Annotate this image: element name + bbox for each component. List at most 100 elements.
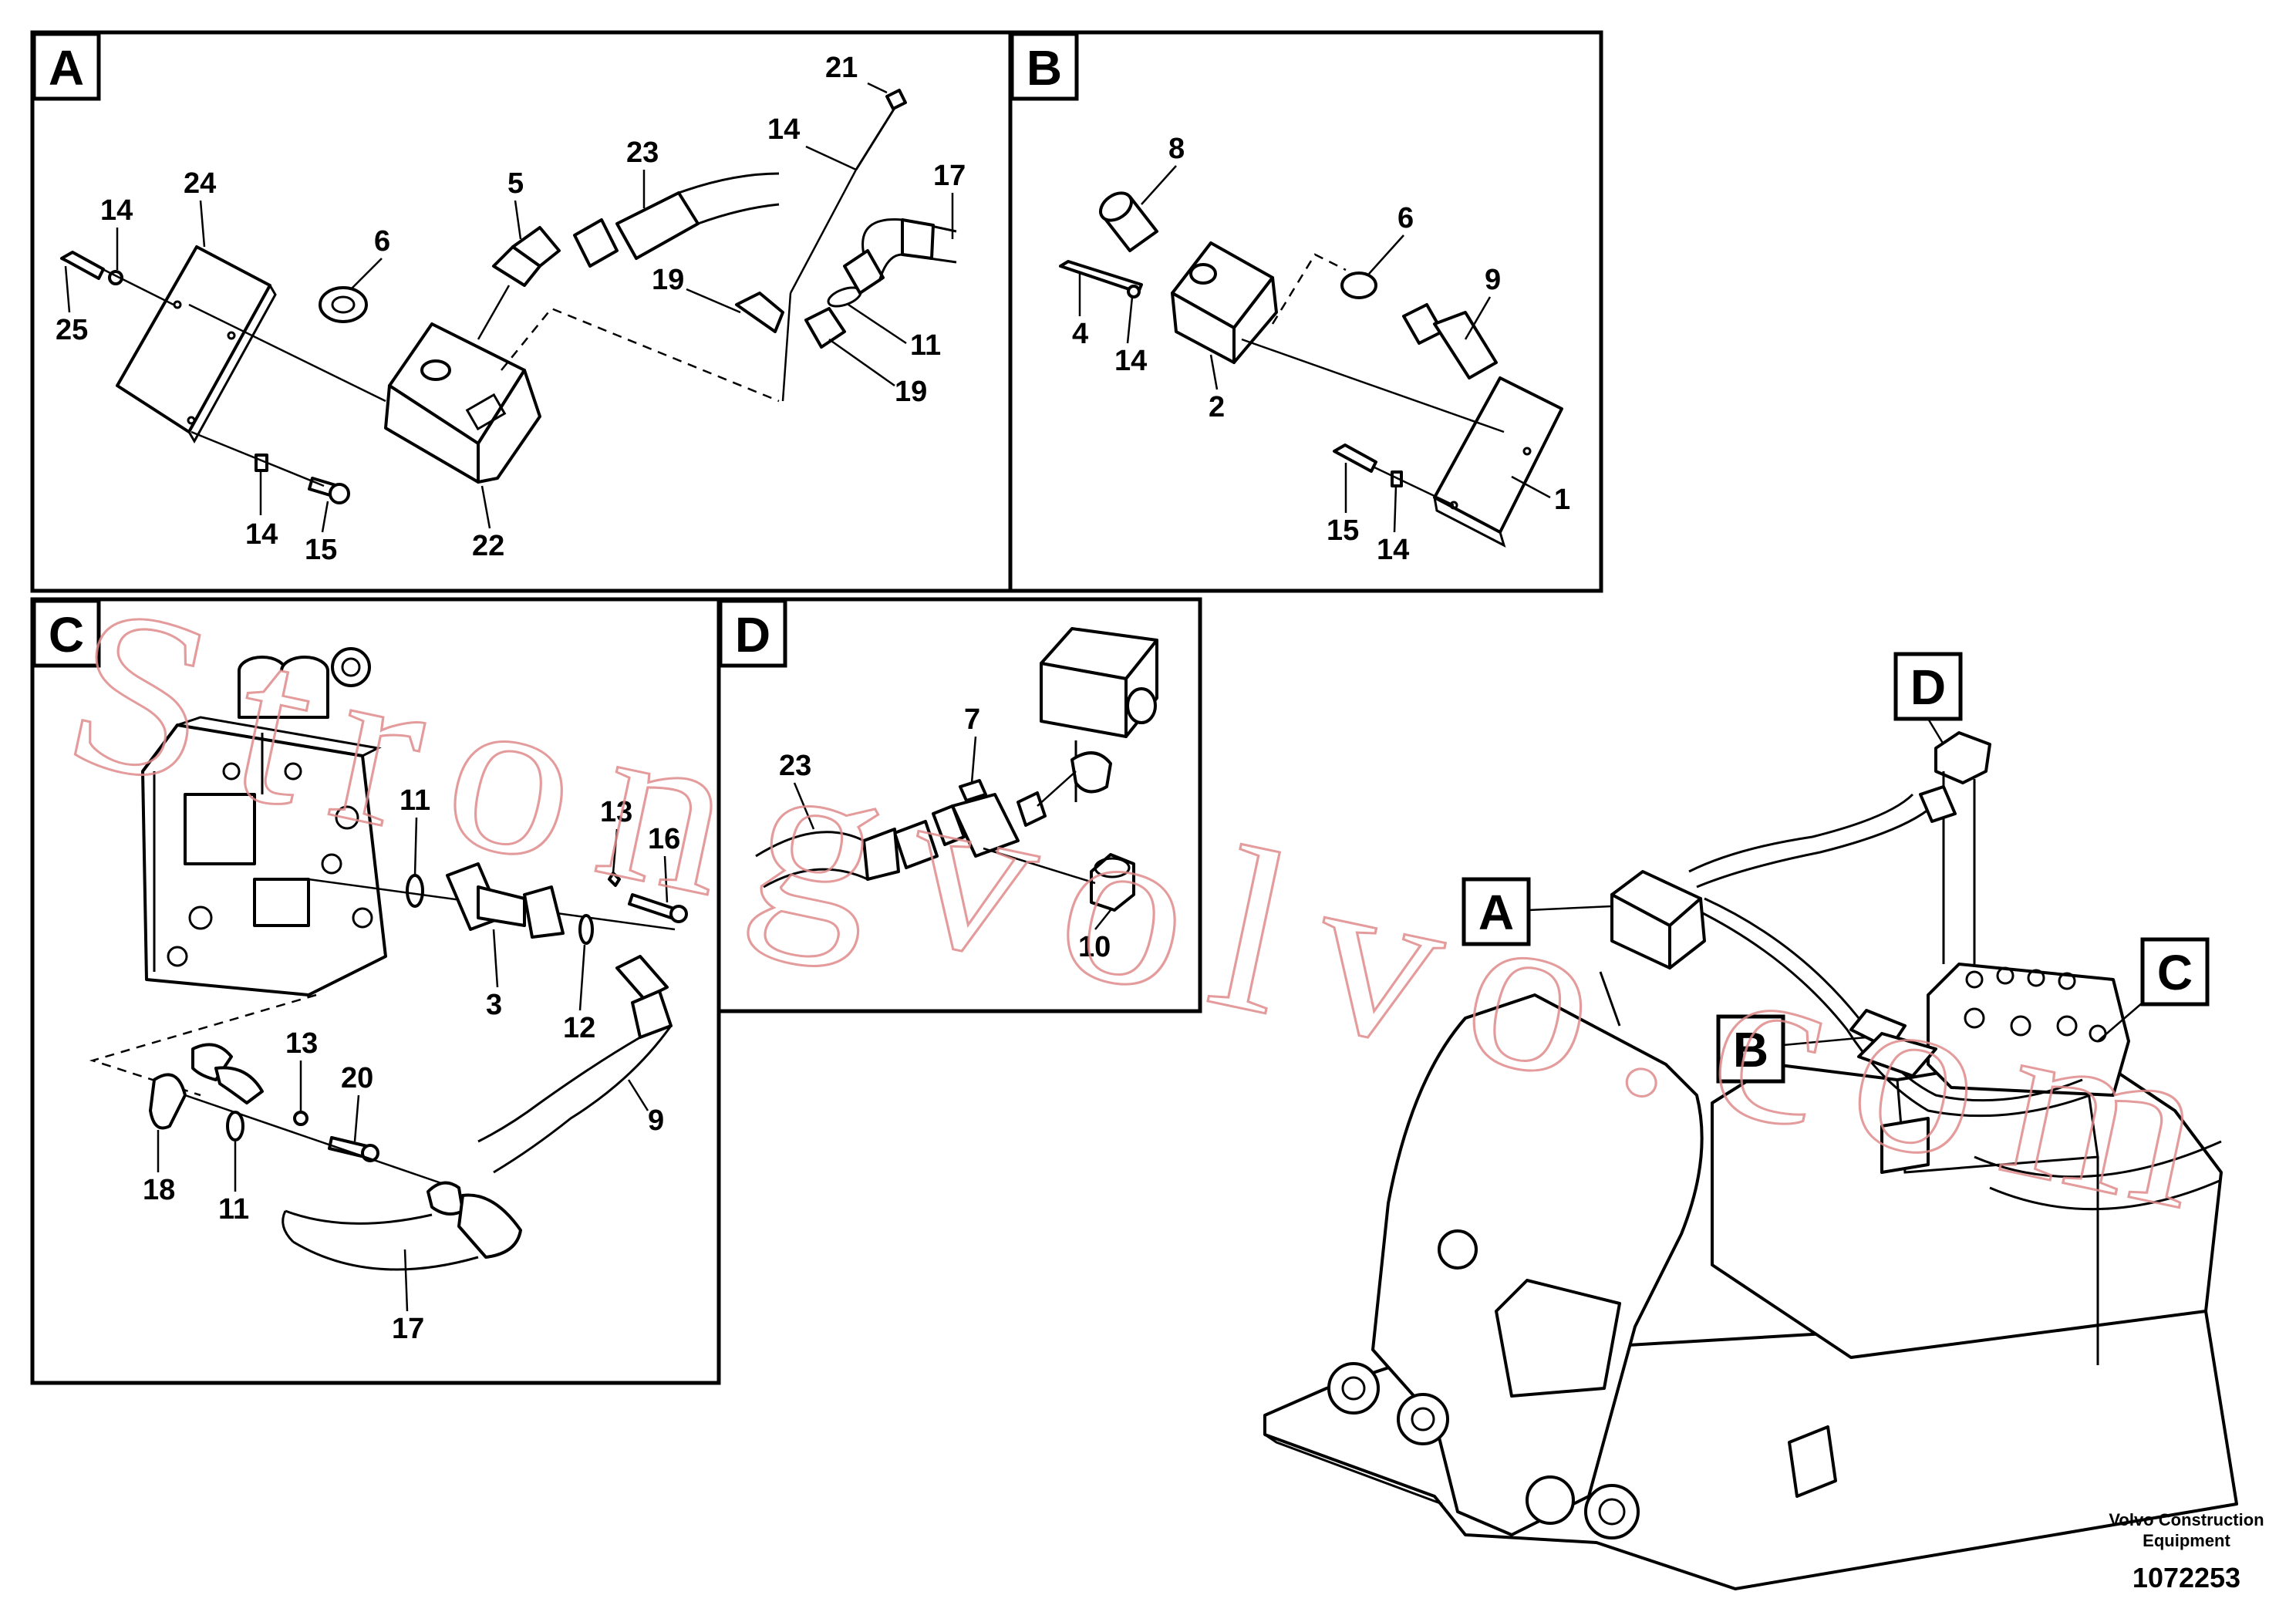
callout: 7: [964, 703, 980, 736]
callout: 19: [652, 264, 684, 296]
callout: 25: [56, 314, 88, 346]
o-ring-11: [226, 1111, 244, 1141]
solenoid-body: [238, 671, 329, 719]
callout-leader: [1141, 165, 1177, 205]
callout-leader: [867, 82, 888, 94]
overview-tag-box-a: [1462, 877, 1531, 946]
port: [335, 805, 359, 830]
dashed-connection: [1271, 253, 1347, 325]
plug-6: [319, 286, 368, 323]
overview-tag-box-c: [2140, 937, 2210, 1007]
bracket-1-edge: [1433, 497, 1506, 548]
callout-leader: [1368, 234, 1404, 275]
hose-9: [477, 1036, 641, 1143]
leader-line: [789, 169, 858, 294]
pin-hole: [1598, 1498, 1626, 1526]
mounting-plate-edge: [187, 285, 277, 444]
valve-label: [465, 393, 507, 431]
overview-tag-a: A: [1478, 885, 1514, 940]
flange-17: [843, 249, 885, 295]
callout: 9: [648, 1104, 664, 1137]
bracket-1: [1433, 376, 1563, 534]
callout-leader: [321, 501, 329, 533]
hose-23: [755, 831, 865, 858]
leader-line: [477, 285, 511, 340]
clamp-18: [149, 1073, 187, 1130]
reference-number: 1072253: [2132, 1562, 2240, 1593]
port: [1126, 687, 1157, 724]
panel-b: B 8 6 9 4: [1008, 30, 1603, 593]
callout-leader: [403, 1249, 409, 1312]
nut-10: [1090, 853, 1135, 912]
overview-leader-c: [2097, 1002, 2143, 1042]
hole: [1522, 447, 1532, 456]
panel-b-tag-box: [1010, 32, 1079, 101]
spool: [2058, 972, 2076, 990]
callout-leader: [793, 782, 815, 830]
leader-line: [188, 303, 386, 403]
overview-leader-d: [1927, 718, 1945, 745]
pin-boss: [1526, 1475, 1575, 1525]
washer: [1127, 285, 1141, 298]
flange-3-body: [477, 885, 526, 927]
pin-boss: [1397, 1393, 1449, 1445]
port: [188, 905, 213, 930]
callout: 9: [1485, 264, 1501, 296]
bolt-16-head: [669, 905, 688, 923]
panel-a: A: [30, 30, 1013, 593]
valve-block-side: [477, 369, 541, 484]
overview-tag-b: B: [1733, 1022, 1768, 1077]
callout: 14: [1377, 534, 1409, 566]
panel-d-tag-box: [718, 599, 787, 668]
panel-b-callouts: 8 6 9 4 14 2 15 14 1: [1072, 133, 1570, 566]
leader-line: [781, 292, 792, 402]
step: [1788, 1425, 1837, 1498]
port: [222, 762, 241, 781]
bolt-head: [329, 483, 350, 504]
callout: 11: [218, 1193, 249, 1226]
hose-17: [282, 1210, 295, 1243]
tee-7-top: [959, 779, 987, 802]
hose-23-sleeve: [615, 191, 700, 260]
o-ring-12: [578, 914, 594, 945]
callout-leader: [1511, 475, 1551, 499]
plug-8-head: [1099, 191, 1133, 222]
valve-section: [253, 878, 310, 927]
panel-d-frame: [716, 597, 1202, 1013]
adapter-nut: [523, 885, 565, 939]
hole: [1449, 501, 1458, 510]
spool: [1996, 966, 2014, 985]
tee-7-left: [932, 804, 966, 846]
spool: [2027, 969, 2045, 987]
callout: 19: [895, 376, 927, 408]
port: [2010, 1015, 2031, 1037]
hose: [1688, 793, 1914, 873]
hose-17: [292, 1240, 479, 1271]
lifting-eye: [331, 647, 371, 687]
hose-17-sleeve: [901, 218, 935, 260]
hose-23: [763, 868, 868, 889]
port: [321, 853, 342, 875]
base-edge: [1264, 1433, 1443, 1506]
callout: 10: [1078, 931, 1111, 963]
callout-leader: [350, 258, 383, 290]
overview-tag-c: C: [2157, 945, 2193, 1000]
hose-9: [493, 1025, 673, 1174]
callout: 6: [1397, 202, 1414, 234]
frame-line: [1974, 1140, 2222, 1179]
hose-17: [285, 1209, 433, 1225]
callout: 2: [1209, 391, 1225, 423]
cap: [1070, 751, 1112, 794]
port: [2056, 1015, 2078, 1037]
callout: 16: [648, 823, 680, 855]
plug-6: [1340, 271, 1377, 299]
hose-17-flange: [426, 1181, 464, 1216]
callout: 21: [825, 52, 858, 84]
port: [1964, 1007, 1985, 1029]
overview-tag-box-b: [1716, 1014, 1785, 1084]
control-valve-assembly: [141, 647, 387, 996]
hose-23-nut: [573, 218, 619, 268]
callout: 23: [779, 750, 811, 782]
callout-leader: [612, 828, 619, 874]
main-control-valve: [1927, 963, 2130, 1097]
